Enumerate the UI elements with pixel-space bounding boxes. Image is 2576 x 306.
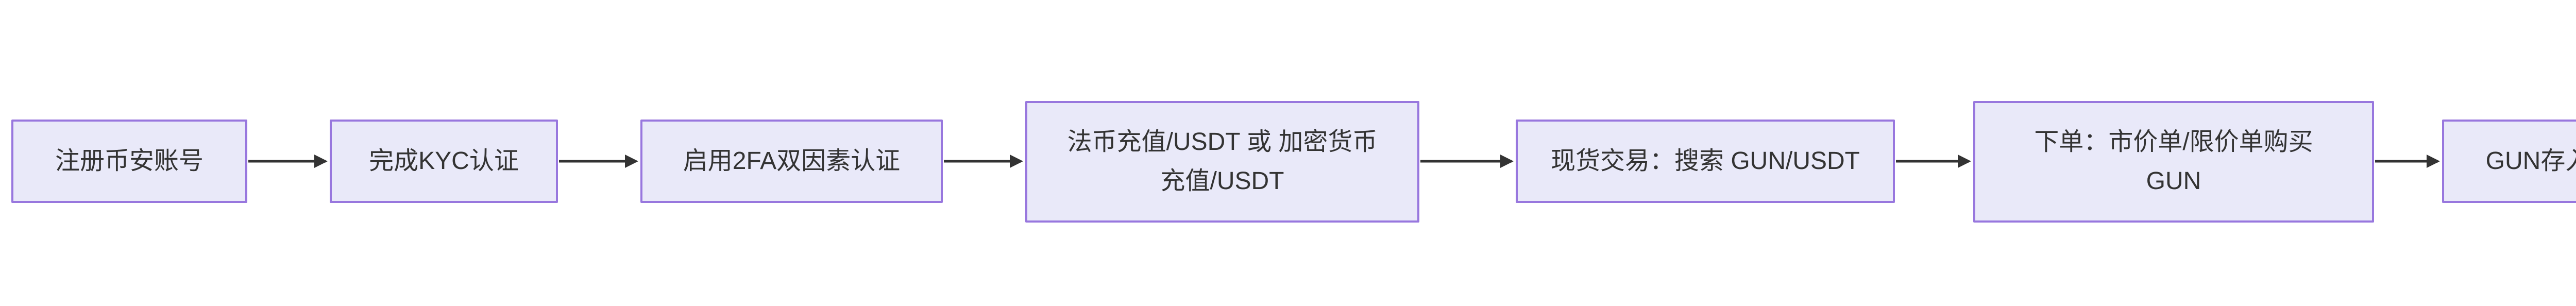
flow-node-kyc-label: 完成KYC认证 bbox=[369, 147, 519, 175]
flow-node-spot-search-label: 现货交易：搜索 GUN/USDT bbox=[1550, 147, 1860, 175]
flow-node-deposit: 法币充值/USDT 或 加密货币 充值/USDT bbox=[1025, 101, 1419, 223]
flow-node-spot-wallet: GUN存入币安现货钱包 bbox=[2442, 120, 2576, 203]
flow-node-spot-search: 现货交易：搜索 GUN/USDT bbox=[1516, 120, 1895, 203]
flow-node-kyc: 完成KYC认证 bbox=[330, 120, 558, 203]
flow-node-twofa: 启用2FA双因素认证 bbox=[640, 120, 943, 203]
flow-node-deposit-label: 法币充值/USDT 或 加密货币 充值/USDT bbox=[1067, 128, 1378, 195]
flow-node-place-order-label: 下单：市价单/限价单购买 GUN bbox=[2034, 128, 2313, 195]
flow-node-twofa-label: 启用2FA双因素认证 bbox=[683, 147, 901, 175]
flow-node-register: 注册币安账号 bbox=[11, 120, 247, 203]
flow-node-register-label: 注册币安账号 bbox=[55, 147, 204, 175]
flow-node-place-order: 下单：市价单/限价单购买 GUN bbox=[1973, 101, 2374, 223]
flow-node-spot-wallet-label: GUN存入币安现货钱包 bbox=[2485, 147, 2576, 175]
